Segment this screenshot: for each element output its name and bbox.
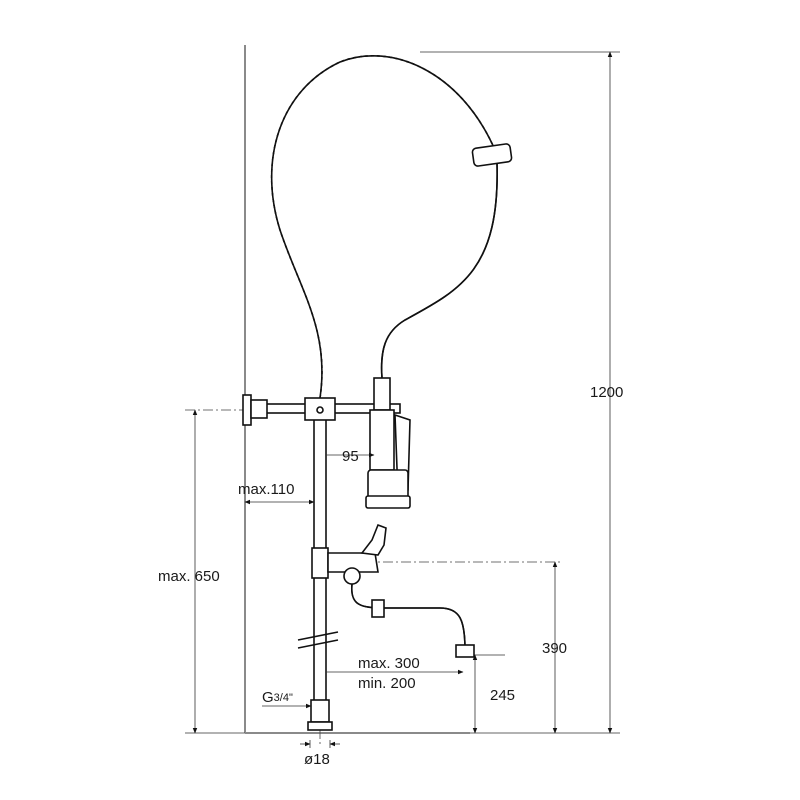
spray-valve [365, 377, 411, 509]
label-spray-offset: 95 [342, 448, 359, 465]
label-wall-offset: max.110 [238, 481, 294, 498]
wall-and-floor [244, 45, 470, 734]
label-spout-height: 390 [542, 640, 567, 657]
label-spout-reach-min: min. 200 [358, 675, 416, 692]
dimension-lines [192, 51, 613, 748]
label-thread: G3/4" [262, 689, 293, 706]
label-spout-outlet-height: 245 [490, 687, 515, 704]
label-max-mount-height: max. 650 [158, 568, 220, 585]
support-arm [242, 394, 401, 426]
spray-hose [380, 162, 498, 379]
label-pipe-diameter: ø18 [304, 751, 330, 768]
tap-and-spout [311, 523, 475, 658]
label-spout-reach-max: max. 300 [358, 655, 420, 672]
coil-spring [270, 54, 513, 399]
label-total-height: 1200 [590, 384, 623, 401]
dimension-labels: 1200 max. 650 max.110 95 390 max. 300 mi… [158, 384, 623, 768]
